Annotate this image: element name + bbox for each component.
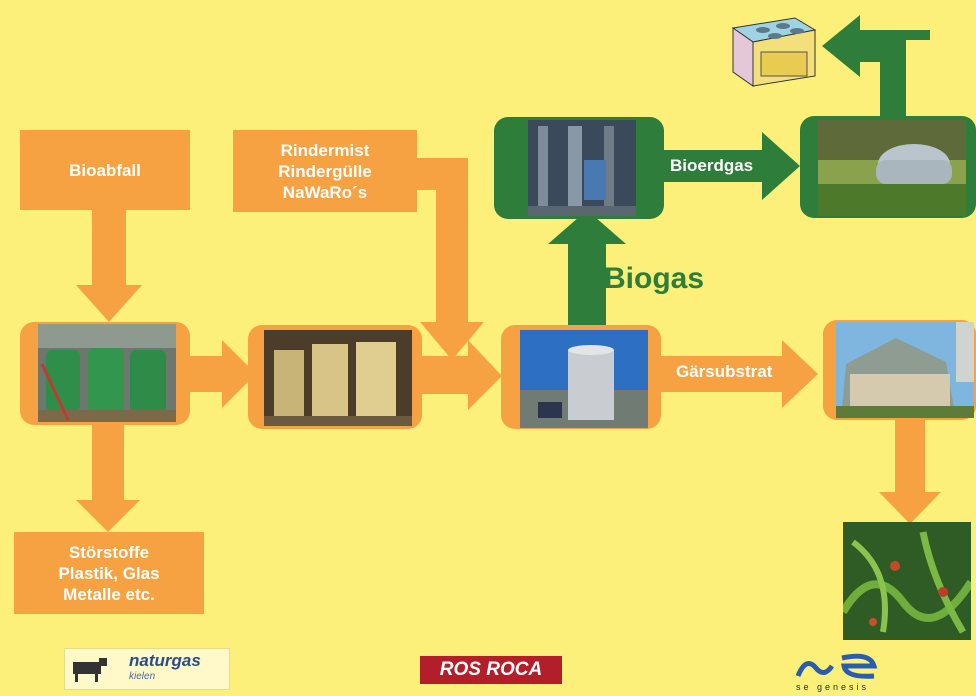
- arrow-to-stove: [822, 15, 930, 122]
- arrow-plant1-down: [76, 420, 140, 532]
- photo-storage-building: [836, 322, 974, 418]
- photo-digester: [520, 330, 648, 428]
- node-stoerstoffe: Störstoffe Plastik, Glas Metalle etc.: [14, 532, 204, 614]
- arrow-rindermist-down: [420, 158, 484, 360]
- arrow-bioabfall-down: [76, 205, 142, 322]
- node-bioabfall-label: Bioabfall: [69, 160, 141, 180]
- edge-label-bioerdgas: Bioerdgas: [670, 156, 754, 175]
- arrow-biogas-up: [548, 210, 626, 325]
- logo-naturgas: naturgas kielen: [64, 648, 230, 690]
- stove-icon: [725, 16, 819, 88]
- photo-crop-plants: [843, 522, 971, 640]
- node-rindermist-label: Rindermist Rindergülle NaWaRo´s: [278, 140, 372, 202]
- node-stoerstoffe-label: Störstoffe Plastik, Glas Metalle etc.: [58, 542, 160, 604]
- se-subtitle: se genesis: [796, 682, 870, 692]
- arrow-plant1-to-plant2: [178, 340, 256, 408]
- photo-gas-upgrading: [528, 120, 636, 216]
- cow-icon: [73, 658, 107, 682]
- rosroca-wordmark: ROS ROCA: [439, 659, 543, 680]
- arrow-bioerdgas: [652, 132, 800, 200]
- photo-gas-tank-field: [818, 120, 966, 216]
- arrow-plant4-down: [879, 418, 941, 524]
- naturgas-subtitle: kielen: [129, 671, 156, 682]
- photo-storage-tanks: [264, 330, 412, 426]
- logo-rosroca: ROS ROCA: [420, 656, 562, 684]
- photo-pretreatment-tanks: [38, 324, 176, 422]
- logo-se: se genesis: [792, 648, 892, 694]
- naturgas-wordmark: naturgas: [129, 651, 201, 670]
- edge-label-biogas: Biogas: [604, 262, 705, 295]
- se-logo-mark: [795, 653, 878, 679]
- node-bioabfall: Bioabfall: [20, 130, 190, 210]
- arrow-gaersubstrat: [648, 340, 818, 408]
- arrow-plant2-to-plant3: [414, 340, 502, 410]
- node-rindermist: Rindermist Rindergülle NaWaRo´s: [233, 130, 417, 212]
- edge-label-gaersubstrat: Gärsubstrat: [676, 362, 773, 381]
